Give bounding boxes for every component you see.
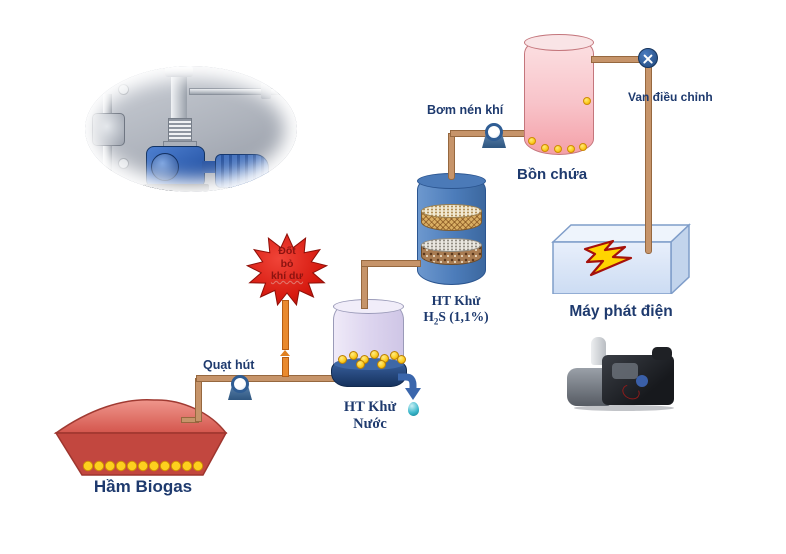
gas-ball xyxy=(377,360,386,369)
generator-box xyxy=(551,223,691,294)
photo-base xyxy=(143,184,209,191)
genset-base-shadow xyxy=(574,405,674,411)
h2s-label-line1: HT Khử xyxy=(431,293,481,308)
pipe-flare-upper xyxy=(282,300,289,350)
photo-pump-face xyxy=(151,153,179,181)
water-droplet xyxy=(408,402,419,416)
water-removal-label-line2: Nước xyxy=(353,416,387,432)
gas-ball xyxy=(349,351,358,360)
pipe-h2s-riser xyxy=(448,133,455,180)
lightning-bolt-icon xyxy=(583,239,633,277)
h2s-symbol: H xyxy=(423,309,434,324)
flare-label: Đốt bỏ khí dư xyxy=(246,245,328,283)
gas-compressor-pump xyxy=(481,123,507,149)
pipe-water-tank-riser xyxy=(361,263,368,309)
photo-bolt xyxy=(118,84,129,95)
water-removal-label: HT Khử Nước xyxy=(330,399,410,433)
water-removal-label-line1: HT Khử xyxy=(343,399,397,415)
gas-bubble xyxy=(567,145,575,153)
starburst-shape xyxy=(246,232,328,307)
h2s-cylinder-body xyxy=(417,180,486,285)
photo-motor xyxy=(215,154,269,188)
pump-wheel xyxy=(231,375,249,393)
generator-photo xyxy=(564,335,686,415)
flare-label-line3: khí dư xyxy=(270,270,304,282)
h2s-subscript: 2 xyxy=(433,316,439,327)
dome-gas-bubbles xyxy=(82,460,204,472)
storage-tank-label: Bồn chứa xyxy=(517,166,588,183)
suction-fan-label: Quạt hút xyxy=(203,358,255,372)
pipe-flare-lower xyxy=(282,357,289,377)
box-top-face xyxy=(551,224,691,243)
gas-bubble xyxy=(579,143,587,151)
flame-arrestor-chevron xyxy=(280,350,290,356)
pipe-main-horizontal xyxy=(196,375,338,382)
gas-bubble xyxy=(583,97,591,105)
condensate-arrow xyxy=(398,373,421,400)
gas-bubble xyxy=(541,144,549,152)
photo-branch-valve xyxy=(261,82,271,99)
pump-wheel xyxy=(485,123,503,141)
storage-tank-lid xyxy=(524,34,594,51)
generator-label: Máy phát điện xyxy=(569,303,673,320)
gas-ball xyxy=(338,355,347,364)
biogas-pit-label: Hầm Biogas xyxy=(93,477,193,496)
water-tank-lid xyxy=(333,299,404,314)
flare-label-line1: Đốt xyxy=(278,245,296,257)
dome-top xyxy=(53,399,228,434)
flare-starburst xyxy=(246,232,328,307)
h2s-label-line2: H2S (1,1%) xyxy=(414,309,498,330)
photo-feather xyxy=(85,66,297,192)
h2s-percent: S (1,1%) xyxy=(438,309,489,324)
genset-air-filter xyxy=(652,347,672,360)
biogas-pit-dome xyxy=(53,399,228,476)
h2s-filter-band1-top xyxy=(421,204,482,218)
genset-detail-blue xyxy=(636,375,648,387)
flare-label-line2: bỏ xyxy=(280,257,294,270)
gas-ball xyxy=(370,350,379,359)
photo-shaft xyxy=(202,161,216,173)
pipe-dome-riser xyxy=(195,378,202,422)
photo-riser-elbow xyxy=(165,66,193,77)
pipe-tank-to-valve xyxy=(591,56,643,63)
gas-ball xyxy=(397,355,406,364)
genset-detail-gray xyxy=(612,363,638,379)
photo-riser-pipe xyxy=(171,66,187,124)
gas-bubble xyxy=(554,145,562,153)
pipe-water-to-h2s xyxy=(361,260,421,267)
photo-bolt xyxy=(118,158,129,169)
gas-compressor-label: Bơm nén khí xyxy=(427,103,504,117)
water-removal-tank xyxy=(331,298,409,394)
storage-tank-body xyxy=(524,42,594,155)
control-valve-icon xyxy=(638,48,658,68)
blower-photo xyxy=(85,66,297,192)
h2s-removal-cylinder xyxy=(416,172,488,288)
gas-ball xyxy=(356,360,365,369)
photo-wall-flange xyxy=(92,113,125,146)
control-valve-label: Van điều chỉnh xyxy=(628,90,713,104)
h2s-filter-band2-top xyxy=(421,238,482,252)
h2s-removal-label: HT Khử H2S (1,1%) xyxy=(414,293,498,330)
storage-tank xyxy=(523,33,595,159)
suction-fan-pump xyxy=(227,375,253,401)
photo-bellows xyxy=(168,118,192,144)
photo-branch-pipe xyxy=(189,88,291,95)
gas-bubble xyxy=(528,137,536,145)
